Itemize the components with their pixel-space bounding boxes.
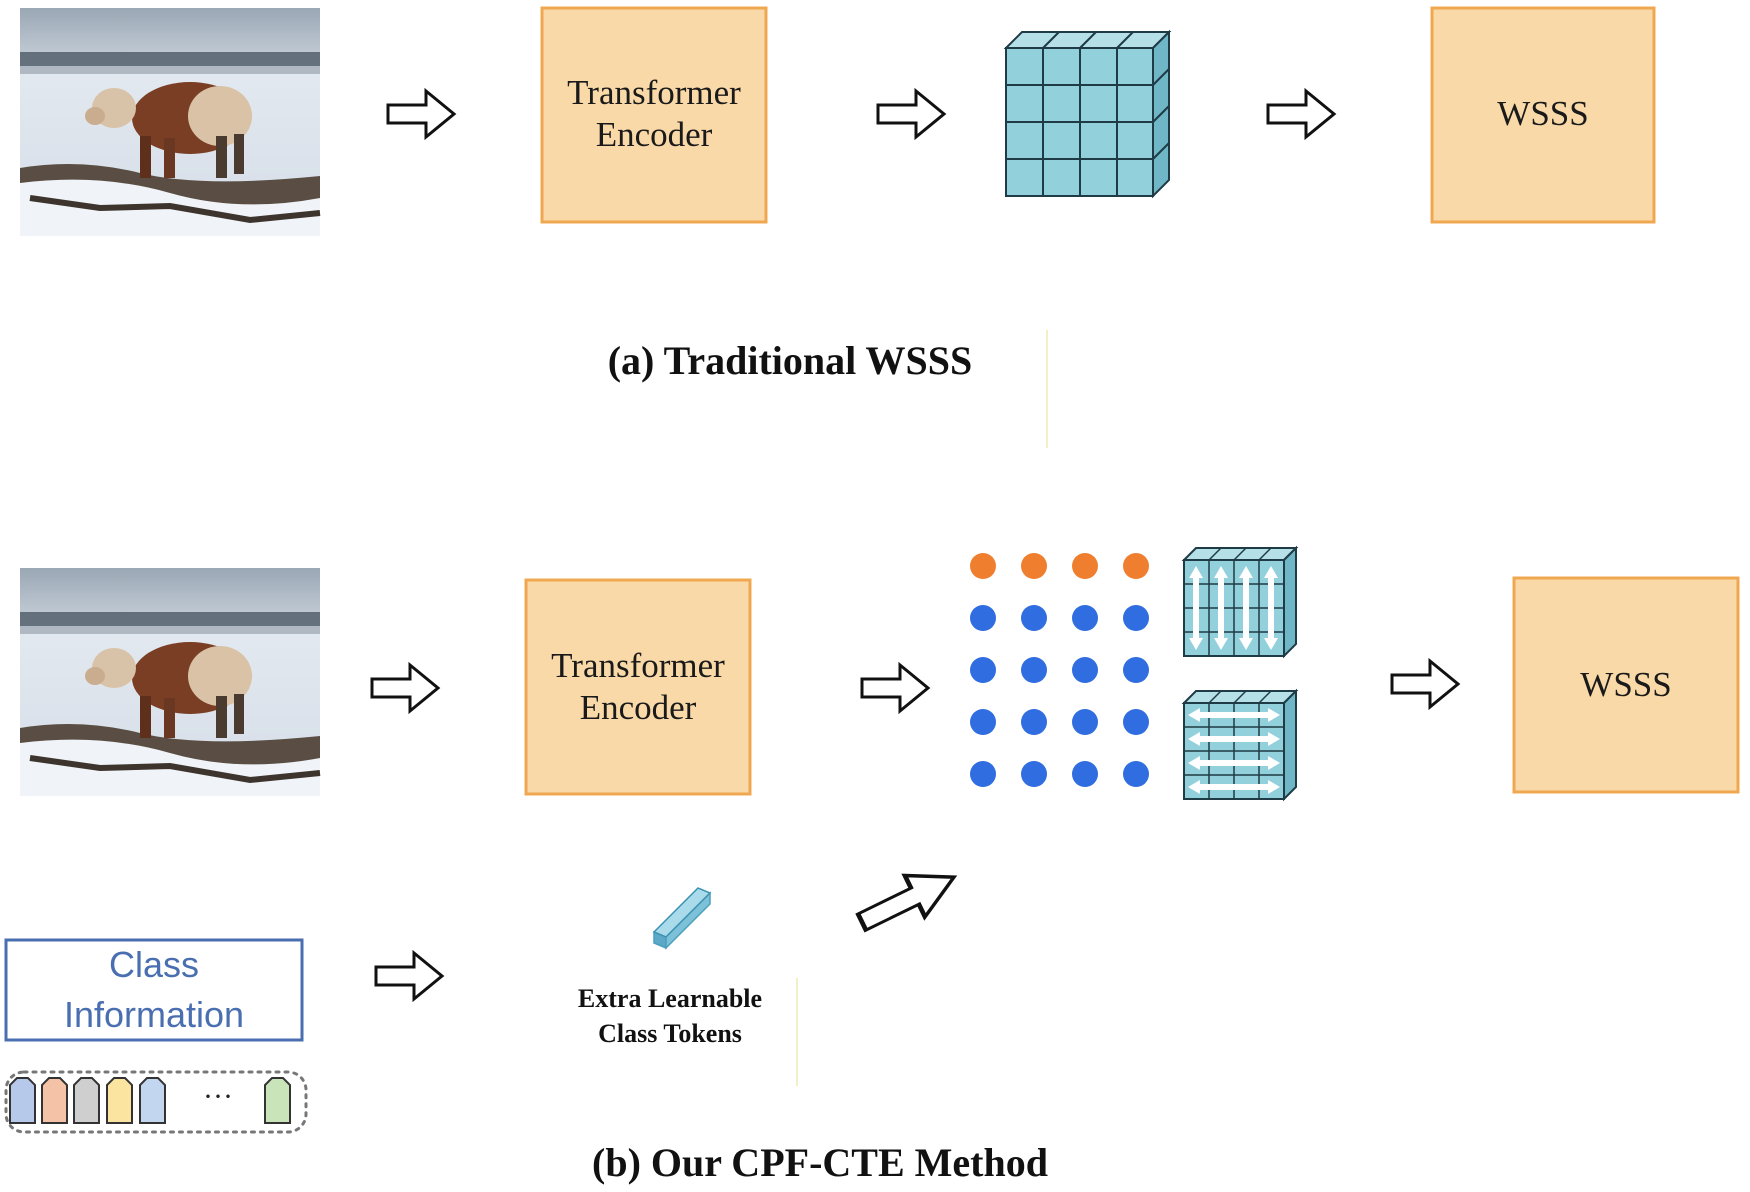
patch-token-dot [1021,709,1047,735]
patch-token-dot [970,709,996,735]
patch-token-dot [1021,657,1047,683]
class-tag-ellipsis: ··· [203,1080,233,1113]
class-tag-icon [9,1077,36,1124]
arrow-b1 [370,663,440,713]
class-token-dot [1021,553,1047,579]
class-token-row [970,553,1149,579]
patch-token-dot [1021,761,1047,787]
class-tag-icon [41,1077,68,1124]
input-image-a [20,8,320,236]
class-tag-strip: ··· [4,1070,308,1134]
patch-token-dot [970,605,996,631]
wsss-label-b: WSSS [1580,665,1671,704]
transformer-encoder-box-b: Transformer Encoder [524,578,752,796]
wsss-label-a: WSSS [1497,94,1588,133]
patch-token-dot [970,761,996,787]
patch-token-dot [1123,761,1149,787]
class-token-dot [1072,553,1098,579]
arrow-a3 [1266,89,1336,139]
token-label-line1: Extra Learnable [578,984,762,1013]
encoder-label-line1: Transformer [567,73,741,112]
panel-a: Transformer Encoder [20,6,1656,448]
patch-token-rows [970,605,1149,787]
token-grid [970,553,1149,787]
patch-token-dot [1072,605,1098,631]
class-tag-icon [264,1077,291,1124]
caption-a: (a) Traditional WSSS [608,338,973,383]
class-tag-icon [139,1077,166,1124]
wsss-box-b: WSSS [1512,576,1740,794]
wsss-box-a: WSSS [1430,6,1656,224]
class-token-dot [970,553,996,579]
panel-b: Transformer Encoder [4,545,1740,1185]
caption-b: (b) Our CPF-CTE Method [592,1140,1048,1185]
class-info-line1: Class [109,944,199,985]
encoder-label-line2: Encoder [596,115,713,154]
class-information-box: Class Information [4,938,304,1042]
horizontal-arrows [1188,708,1280,794]
arrow-a2 [876,89,946,139]
class-token-dot [1123,553,1149,579]
vertical-attention-cube [1181,545,1299,659]
horizontal-attention-cube [1181,688,1299,802]
arrow-b4 [374,951,444,1001]
vertical-arrows [1189,566,1278,650]
class-info-line2: Information [64,994,244,1035]
arrow-b3 [1390,659,1460,709]
patch-token-dot [1123,657,1149,683]
patch-token-dot [1021,605,1047,631]
arrow-a1 [386,89,456,139]
transformer-encoder-box-a: Transformer Encoder [540,6,768,224]
encoder-label-line2-b: Encoder [580,688,697,727]
token-label-line2: Class Tokens [598,1019,742,1048]
patch-token-dot [1072,761,1098,787]
class-tag-icon [73,1077,100,1124]
patch-token-dot [1123,605,1149,631]
arrow-b2 [860,663,930,713]
class-tag-icon [106,1077,133,1124]
arrow-b5-diagonal [852,856,964,942]
encoder-label-line1-b: Transformer [551,646,725,685]
patch-token-dot [1072,709,1098,735]
patch-token-dot [1123,709,1149,735]
input-image-b [20,568,320,796]
patch-token-dot [970,657,996,683]
feature-cube-a [1003,29,1172,199]
patch-token-dot [1072,657,1098,683]
class-token-bar [652,887,712,950]
